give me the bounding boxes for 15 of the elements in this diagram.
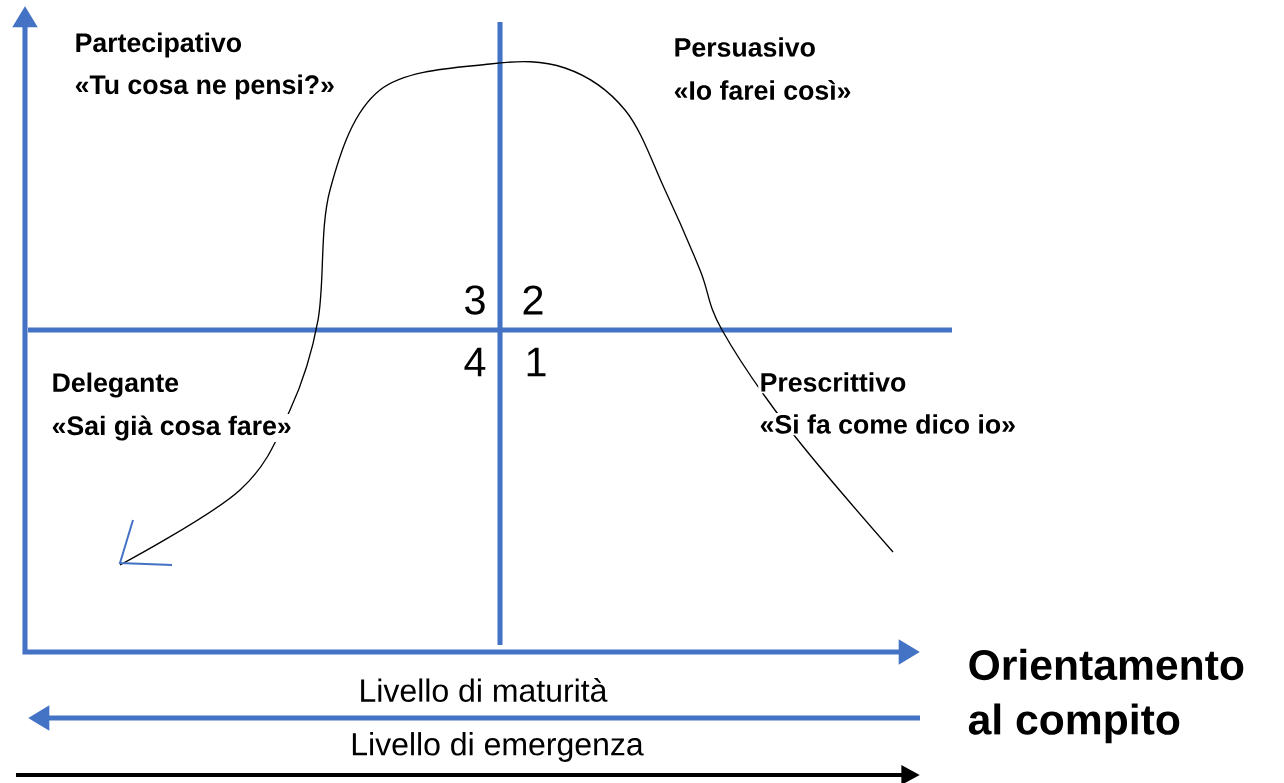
style-name: Partecipativo: [73, 31, 244, 59]
quadrant-number: 3: [462, 284, 488, 316]
quadrant-number: 4: [462, 346, 488, 378]
direction-label: Livello di emergenza: [348, 730, 646, 764]
quote-text: «Tu cosa ne pensi?»: [73, 73, 337, 101]
style-name: Persuasivo: [672, 35, 818, 59]
direction-label: Livello di maturità: [357, 676, 609, 704]
axis-title: Orientamento al compito: [966, 647, 1244, 745]
quote-text: «Sai già cosa fare»: [50, 414, 294, 442]
quote-text: «Si fa come dico io»: [758, 412, 1018, 436]
style-name: Delegante: [50, 371, 181, 399]
quadrant-number: 1: [523, 346, 549, 378]
quadrant-number: 2: [520, 284, 546, 316]
style-name: Prescrittivo: [758, 370, 908, 394]
quote-text: «Io farei così»: [672, 78, 853, 102]
